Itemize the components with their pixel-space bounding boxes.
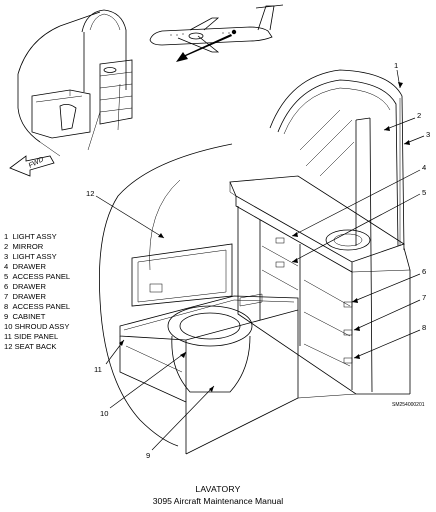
leader-12 bbox=[95, 195, 165, 239]
legend: 1 LIGHT ASSY 2 MIRROR 3 LIGHT ASSY 4 DRA… bbox=[4, 232, 70, 352]
callout-3: 3 bbox=[426, 130, 430, 139]
legend-item: 5 ACCESS PANEL bbox=[4, 272, 71, 281]
leader-9 bbox=[151, 385, 215, 451]
figure-id: SM254000201 bbox=[392, 402, 425, 408]
callout-12: 12 bbox=[86, 189, 94, 198]
leader-10 bbox=[109, 351, 187, 409]
leader-lines bbox=[95, 69, 425, 451]
callout-8: 8 bbox=[422, 323, 426, 332]
legend-item: 11 SIDE PANEL bbox=[4, 332, 59, 341]
leader-4 bbox=[291, 169, 421, 237]
callout-2: 2 bbox=[417, 111, 421, 120]
fwd-label: FWD bbox=[28, 156, 45, 170]
callout-5: 5 bbox=[422, 188, 426, 197]
legend-item: 10 SHROUD ASSY bbox=[4, 322, 70, 331]
callout-7: 7 bbox=[422, 293, 426, 302]
figure-subtitle: 3095 Aircraft Maintenance Manual bbox=[152, 496, 284, 506]
figure-title: LAVATORY bbox=[195, 484, 241, 494]
leader-8 bbox=[353, 329, 421, 359]
legend-item: 9 CABINET bbox=[4, 312, 46, 321]
aircraft-locator bbox=[149, 4, 284, 53]
callout-9: 9 bbox=[146, 451, 150, 460]
legend-item: 2 MIRROR bbox=[4, 242, 44, 251]
locator-arrow bbox=[176, 34, 232, 62]
main-drawing bbox=[99, 69, 411, 455]
callout-numbers: 1 2 3 4 5 6 7 8 9 10 11 12 bbox=[86, 61, 430, 460]
legend-item: 7 DRAWER bbox=[4, 292, 46, 301]
legend-item: 4 DRAWER bbox=[4, 262, 46, 271]
callout-10: 10 bbox=[100, 409, 108, 418]
fwd-arrow: FWD bbox=[9, 155, 55, 177]
legend-item: 12 SEAT BACK bbox=[4, 342, 57, 351]
legend-item: 6 DRAWER bbox=[4, 282, 46, 291]
legend-item: 3 LIGHT ASSY bbox=[4, 252, 57, 261]
leader-5 bbox=[291, 193, 421, 263]
callout-11: 11 bbox=[94, 365, 102, 374]
callout-1: 1 bbox=[394, 61, 398, 70]
legend-item: 1 LIGHT ASSY bbox=[4, 232, 57, 241]
legend-item: 8 ACCESS PANEL bbox=[4, 302, 71, 311]
leader-6 bbox=[351, 273, 421, 303]
leader-7 bbox=[353, 299, 421, 331]
inset-view bbox=[17, 9, 133, 157]
callout-4: 4 bbox=[422, 163, 426, 172]
callout-6: 6 bbox=[422, 267, 426, 276]
